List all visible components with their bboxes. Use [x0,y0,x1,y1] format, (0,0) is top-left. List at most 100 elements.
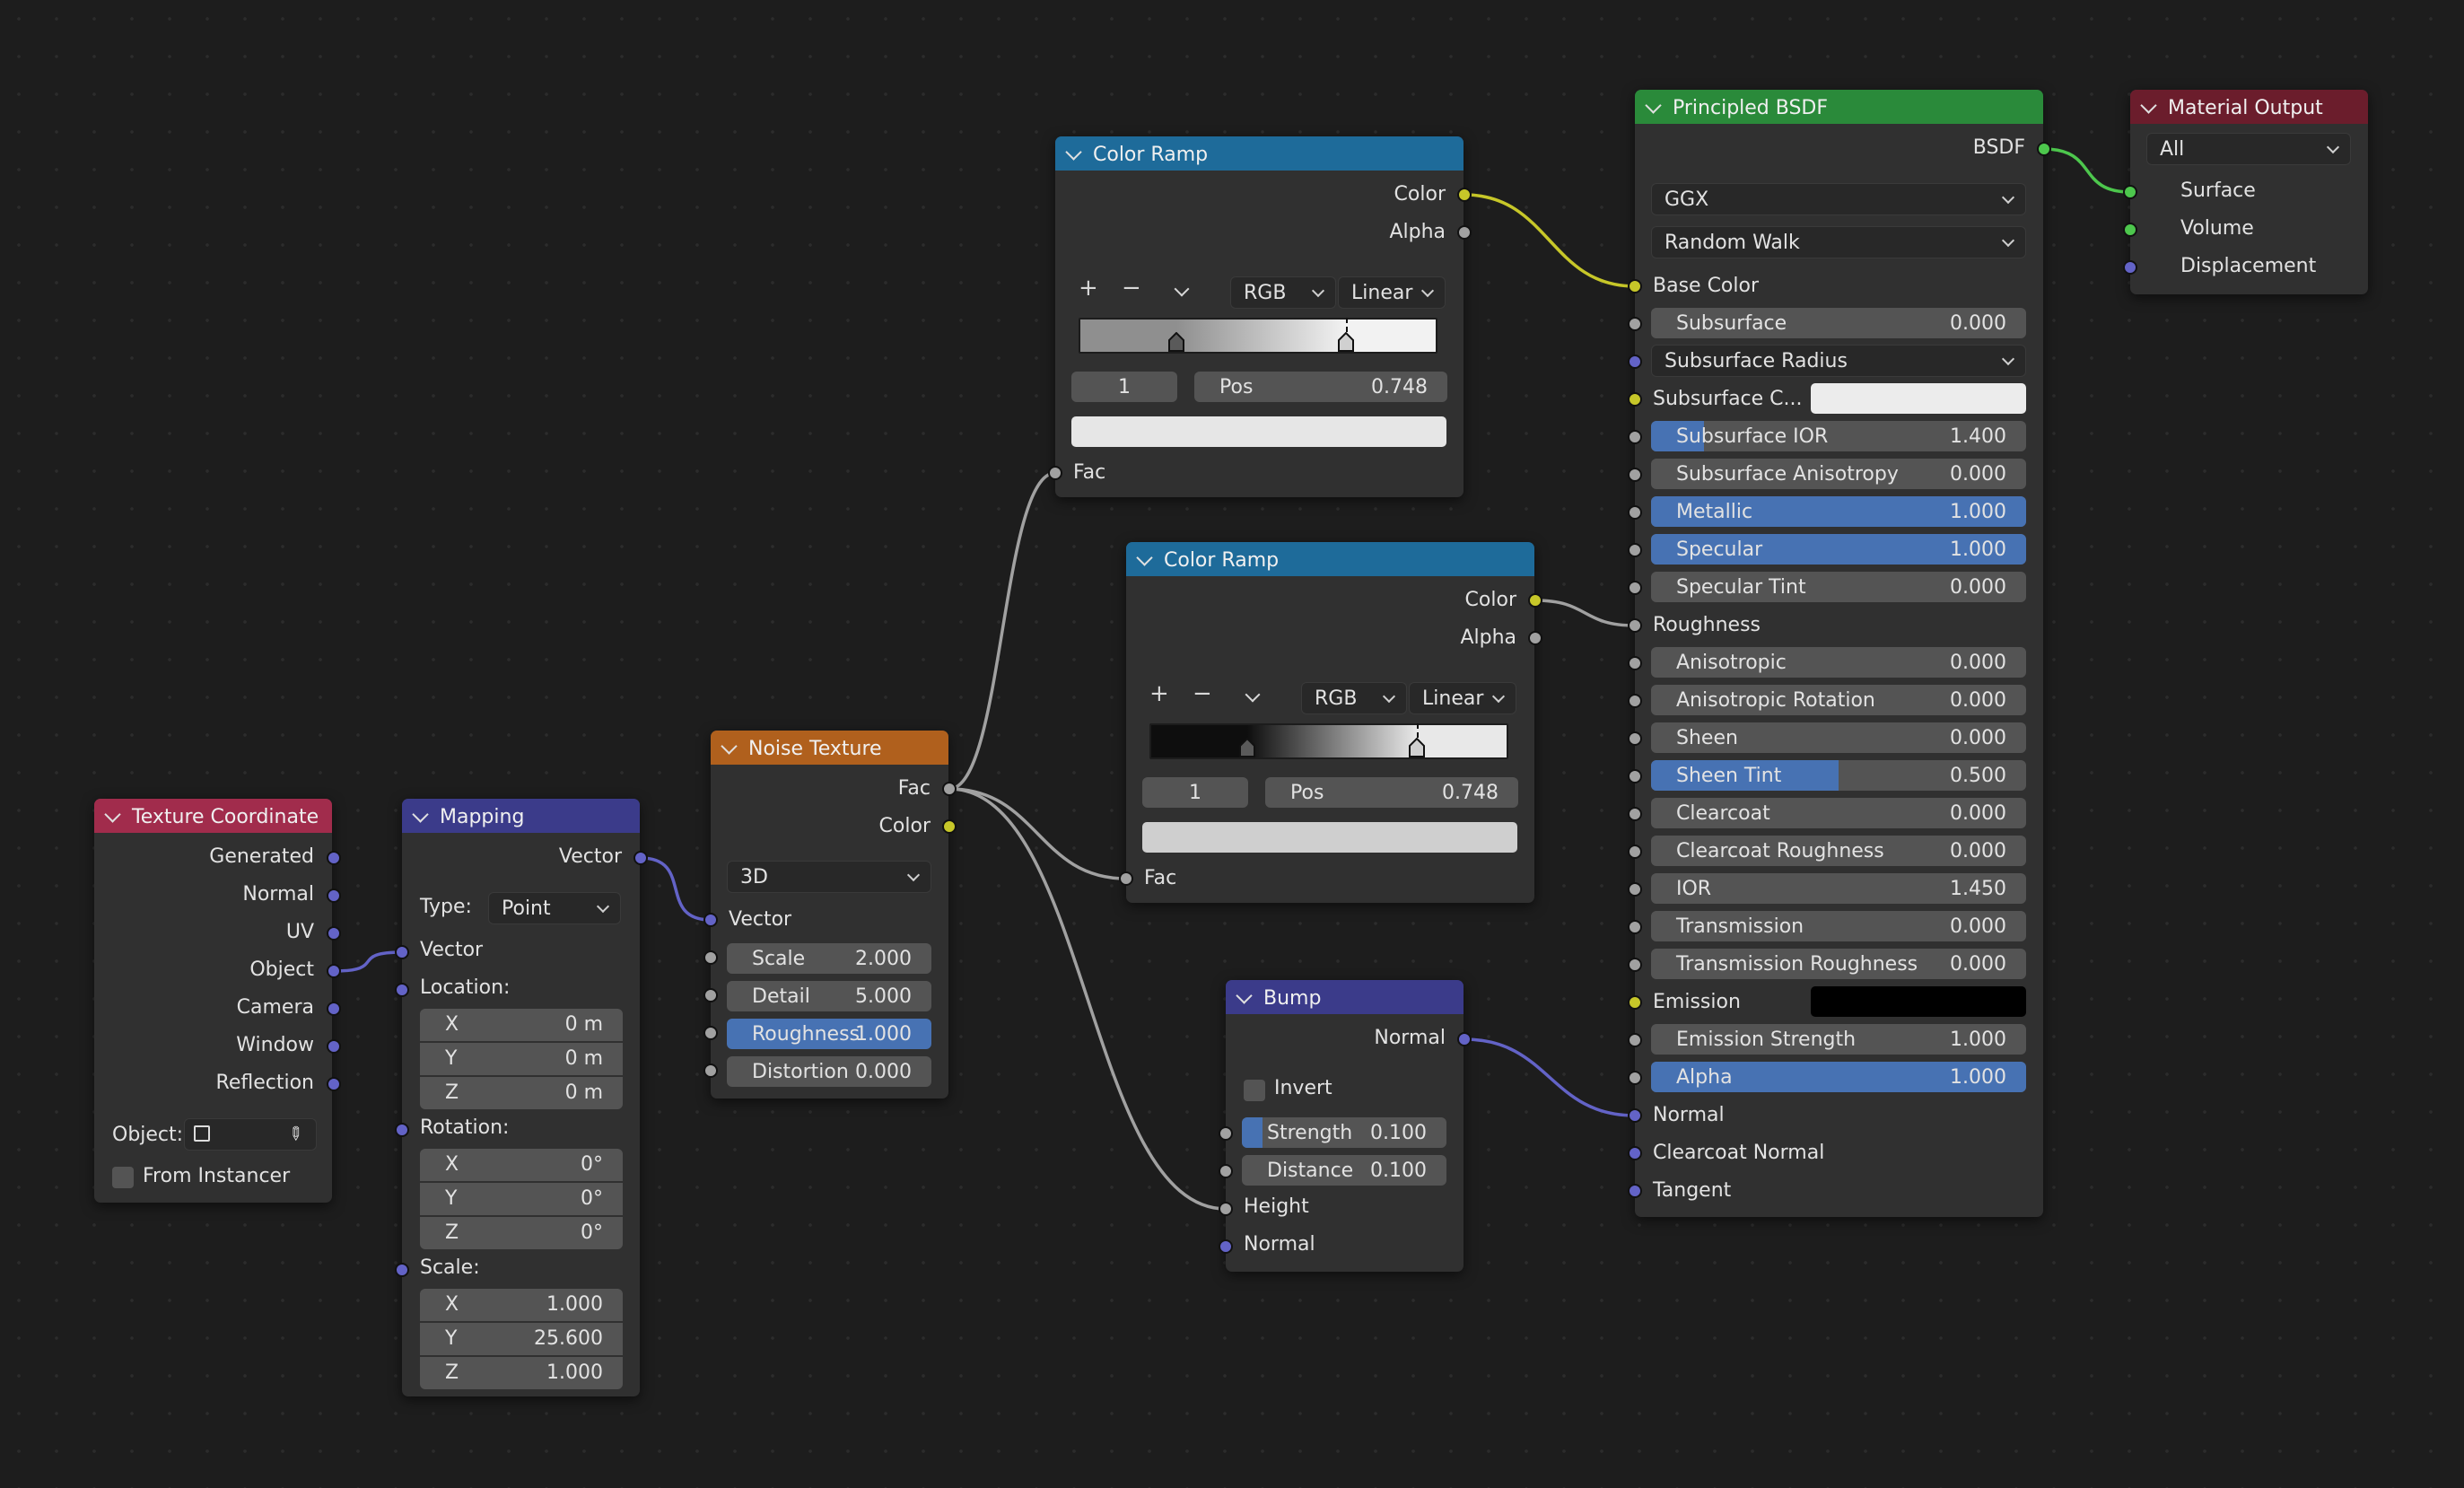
node-link[interactable] [948,471,1056,791]
mapping-vector-output-socket[interactable] [633,851,648,865]
from-instancer-checkbox[interactable] [112,1167,134,1188]
output-volume-socket[interactable] [2123,223,2137,237]
ramp-menu-chevron-icon[interactable] [1245,687,1261,703]
collapse-chevron-icon[interactable] [1645,97,1662,114]
node-header[interactable]: Noise Texture [711,731,948,765]
bsdf-socket-emission-strength[interactable] [1628,1033,1642,1047]
collapse-chevron-icon[interactable] [2140,97,2157,114]
ramp-stop-handle[interactable] [1167,332,1184,352]
remove-stop-button[interactable]: − [1122,275,1141,302]
bsdf-roughness-socket[interactable] [1628,618,1642,633]
noise-fac-socket[interactable] [942,782,957,796]
stop-index-field[interactable]: 1 [1071,372,1177,402]
node-header[interactable]: Color Ramp [1055,136,1464,171]
color-ramp-gradient[interactable] [1079,318,1437,354]
eyedropper-icon[interactable]: ✎ [283,1120,310,1147]
node-header[interactable]: Color Ramp [1126,542,1534,576]
noise-roughness-socket[interactable] [703,1026,718,1040]
bsdf-tangent-socket[interactable] [1628,1184,1642,1198]
bump-distance-socket[interactable] [1219,1164,1233,1178]
bump-normal-input-socket[interactable] [1219,1239,1233,1254]
tc-uv-socket[interactable] [327,926,341,941]
bsdf-emission-socket[interactable] [1628,995,1642,1010]
ramp2-fac-socket[interactable] [1119,871,1133,886]
emission-color-swatch[interactable] [1811,986,2026,1017]
color-ramp-gradient[interactable] [1149,723,1508,759]
color-ramp-node-2[interactable]: Color Ramp Color Alpha + − RGB Linear 1 … [1126,542,1534,903]
node-link[interactable] [333,950,403,973]
ramp-stop-handle[interactable] [1238,738,1255,757]
stop-color-swatch[interactable] [1071,416,1446,447]
bsdf-socket-metallic[interactable] [1628,505,1642,520]
tc-normal-socket[interactable] [327,888,341,903]
bsdf-socket-anisotropic-rotation[interactable] [1628,694,1642,708]
bsdf-socket-alpha[interactable] [1628,1071,1642,1085]
noise-detail-socket[interactable] [703,988,718,1002]
mapping-vector-input-socket[interactable] [395,945,409,959]
node-header[interactable]: Mapping [402,799,640,833]
mapping-node[interactable]: Mapping Vector Type: Point Vector Locati… [402,799,640,1396]
ramp1-alpha-socket[interactable] [1457,225,1472,240]
bsdf-socket-transmission[interactable] [1628,920,1642,934]
bsdf-socket-anisotropic[interactable] [1628,656,1642,670]
interpolation-dropdown[interactable]: Linear [1409,682,1516,714]
output-surface-socket[interactable] [2123,185,2137,199]
collapse-chevron-icon[interactable] [1136,549,1153,566]
node-header[interactable]: Texture Coordinate [94,799,332,833]
bsdf-socket-transmission-roughness[interactable] [1628,958,1642,972]
stop-index-field[interactable]: 1 [1142,777,1248,808]
bsdf-socket-subsurface-anisotropy[interactable] [1628,468,1642,482]
ramp1-color-socket[interactable] [1457,188,1472,202]
tc-window-socket[interactable] [327,1039,341,1054]
mapping-scale-socket[interactable] [395,1263,409,1277]
node-header[interactable]: Material Output [2130,90,2368,124]
node-link[interactable] [2043,147,2131,194]
bsdf-socket-clearcoat-roughness[interactable] [1628,845,1642,859]
output-displacement-socket[interactable] [2123,260,2137,275]
ramp-stop-handle[interactable] [1409,738,1426,757]
add-stop-button[interactable]: + [1079,275,1098,302]
noise-color-socket[interactable] [942,819,957,834]
bsdf-normal-socket[interactable] [1628,1108,1642,1123]
bsdf-output-socket[interactable] [2037,142,2051,156]
color-mode-dropdown[interactable]: RGB [1301,682,1407,714]
collapse-chevron-icon[interactable] [104,806,121,823]
collapse-chevron-icon[interactable] [1065,144,1082,161]
tc-reflection-socket[interactable] [327,1077,341,1091]
subsurface-method-dropdown[interactable]: Random Walk [1651,226,2026,258]
bsdf-clearcoat-normal-socket[interactable] [1628,1146,1642,1160]
collapse-chevron-icon[interactable] [721,738,738,755]
collapse-chevron-icon[interactable] [1236,987,1253,1004]
texture-coordinate-node[interactable]: Texture Coordinate Generated Normal UV O… [94,799,332,1203]
node-header[interactable]: Principled BSDF [1635,90,2043,124]
material-output-node[interactable]: Material Output All Surface Volume Displ… [2130,90,2368,294]
collapse-chevron-icon[interactable] [412,806,429,823]
node-link[interactable] [1464,1037,1636,1117]
object-picker[interactable]: ✎ [184,1118,317,1151]
